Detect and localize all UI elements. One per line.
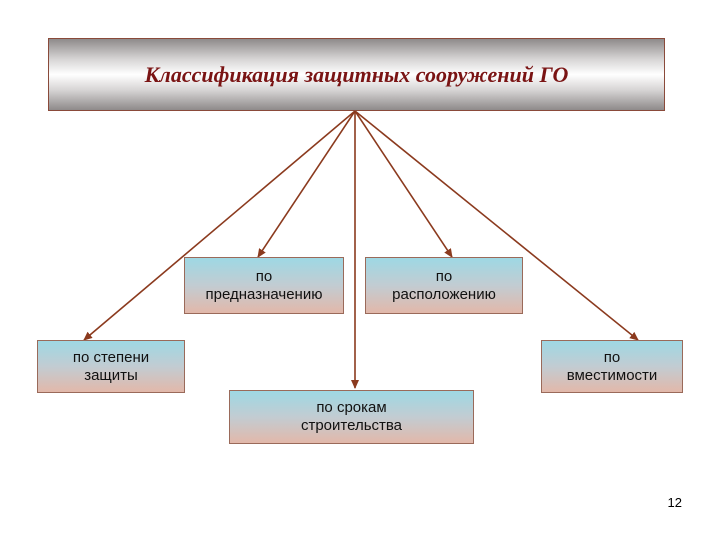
title-box: Классификация защитных сооружений ГО (48, 38, 665, 111)
node-by-location: по расположению (365, 257, 523, 314)
arrow-to-location (354, 110, 453, 258)
arrow-to-purpose (257, 110, 356, 258)
node-by-purpose: по предназначению (184, 257, 344, 314)
node-by-construction-terms: по срокам строительства (229, 390, 474, 444)
node-by-protection-degree: по степени защиты (37, 340, 185, 393)
arrow-to-protection (83, 110, 356, 341)
arrow-to-capacity (354, 110, 639, 341)
diagram-title: Классификация защитных сооружений ГО (144, 61, 569, 87)
page-number: 12 (667, 495, 682, 510)
node-by-capacity: по вместимости (541, 340, 683, 393)
